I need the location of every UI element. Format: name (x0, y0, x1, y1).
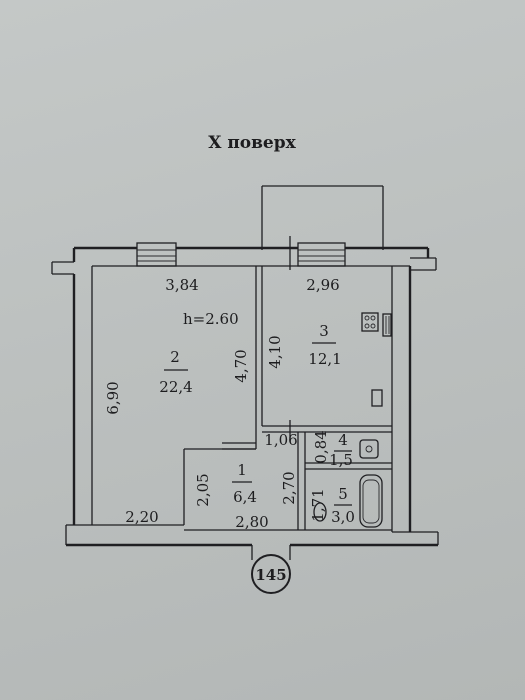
dim-4-10: 4,10 (266, 335, 284, 368)
section-marker (251, 545, 291, 594)
dim-2-70: 2,70 (280, 471, 298, 504)
radiator-icon (371, 389, 383, 407)
dim-1-71: 1,71 (309, 488, 327, 521)
bathtub-icon (359, 474, 383, 528)
window-kitchen (289, 236, 346, 270)
height-label: h=2.60 (183, 310, 239, 328)
washbasin-icon (359, 439, 379, 459)
room-3-area: 12,1 (308, 350, 341, 368)
room-2-area: 22,4 (159, 378, 192, 396)
section-number: 145 (255, 566, 286, 584)
room-4-area: 1,5 (329, 451, 353, 469)
stove-icon (361, 312, 379, 332)
dim-2-20: 2,20 (125, 508, 158, 526)
balcony (261, 185, 384, 250)
toilet-icon (313, 502, 327, 522)
dim-2-80: 2,80 (235, 513, 268, 531)
room-2-number: 2 (170, 348, 180, 366)
outer-walls (51, 246, 439, 547)
dim-2-96: 2,96 (306, 276, 339, 294)
dim-4-70: 4,70 (232, 349, 250, 382)
room-1-area: 6,4 (233, 488, 257, 506)
dim-2-05: 2,05 (194, 473, 212, 506)
kitchen-sink-icon (382, 313, 392, 337)
room-5-number: 5 (338, 485, 348, 503)
dim-3-84: 3,84 (165, 276, 198, 294)
dim-1-06: 1,06 (264, 431, 297, 449)
dim-0-84: 0,84 (312, 430, 330, 463)
room-4-number: 4 (338, 431, 348, 449)
floor-title: Х поверх (208, 133, 296, 153)
room-3-number: 3 (319, 322, 329, 340)
window-left (136, 242, 177, 267)
room-5-area: 3,0 (331, 508, 355, 526)
room-1-number: 1 (237, 461, 247, 479)
interior-partitions (183, 266, 392, 531)
dim-6-90: 6,90 (104, 381, 122, 414)
